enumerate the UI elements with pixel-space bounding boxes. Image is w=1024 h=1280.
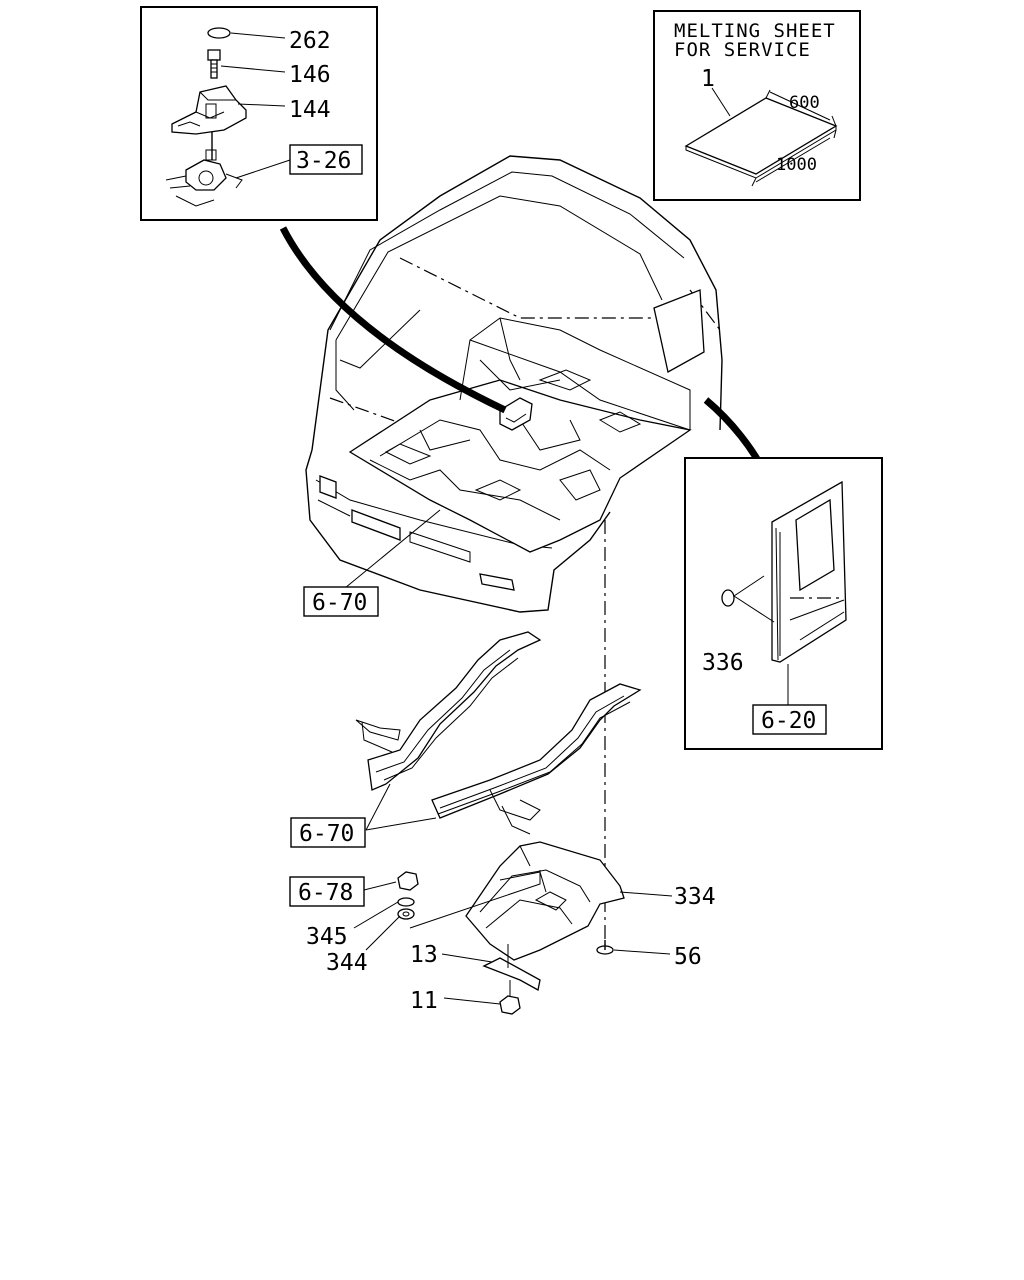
callout-3-26: 3-26 — [296, 148, 351, 174]
nut-6-78-part — [397, 871, 419, 891]
mount-bracket-334-part — [465, 841, 625, 961]
cap-262-part — [207, 27, 231, 39]
cab-body-drawing — [305, 155, 723, 613]
ref-box-6-78 — [289, 876, 365, 907]
nut-11-part — [499, 980, 521, 1015]
side-panel-inset — [684, 457, 883, 750]
callout-56: 56 — [674, 944, 702, 970]
ref-box-6-70-top — [303, 586, 379, 617]
cover-144-part — [171, 85, 247, 135]
leader-arc-shift — [279, 226, 507, 414]
ref-box-6-70-frame — [290, 817, 366, 848]
callout-6-78: 6-78 — [298, 880, 353, 906]
bracket-13-part — [482, 944, 541, 992]
callout-334: 334 — [674, 884, 716, 910]
melting-sheet-title-line2: FOR SERVICE — [674, 39, 811, 61]
callout-6-20: 6-20 — [761, 708, 816, 734]
bolt-56-part — [596, 940, 614, 955]
dim-600: 600 — [789, 93, 820, 113]
washer-344-part — [397, 908, 415, 920]
callout-1: 1 — [701, 66, 715, 92]
melting-sheet-inset — [653, 10, 861, 201]
callout-345: 345 — [306, 924, 348, 950]
nut-washer-stack — [397, 871, 419, 920]
callout-6-70-top: 6-70 — [312, 590, 367, 616]
side-window — [653, 289, 705, 373]
callout-6-70-frame: 6-70 — [299, 821, 354, 847]
ref-box-3-26 — [289, 144, 363, 175]
lever-assembly-part — [165, 132, 243, 207]
callout-344: 344 — [326, 950, 368, 976]
side-panel-window — [795, 498, 835, 592]
ref-box-6-20 — [752, 704, 827, 735]
frame-rails-drawing — [355, 631, 642, 835]
callout-262: 262 — [289, 28, 331, 54]
callout-144: 144 — [289, 97, 331, 123]
plug-336-part — [721, 589, 735, 607]
melting-sheet-title-line1: MELTING SHEET — [674, 20, 836, 42]
callout-336: 336 — [702, 650, 744, 676]
shift-lever-inset — [140, 6, 378, 221]
callout-11: 11 — [410, 988, 438, 1014]
washer-345-part — [397, 897, 415, 907]
dim-1000: 1000 — [776, 155, 817, 175]
bolt-146-part — [207, 49, 221, 79]
callout-146: 146 — [289, 62, 331, 88]
callout-13: 13 — [410, 942, 438, 968]
